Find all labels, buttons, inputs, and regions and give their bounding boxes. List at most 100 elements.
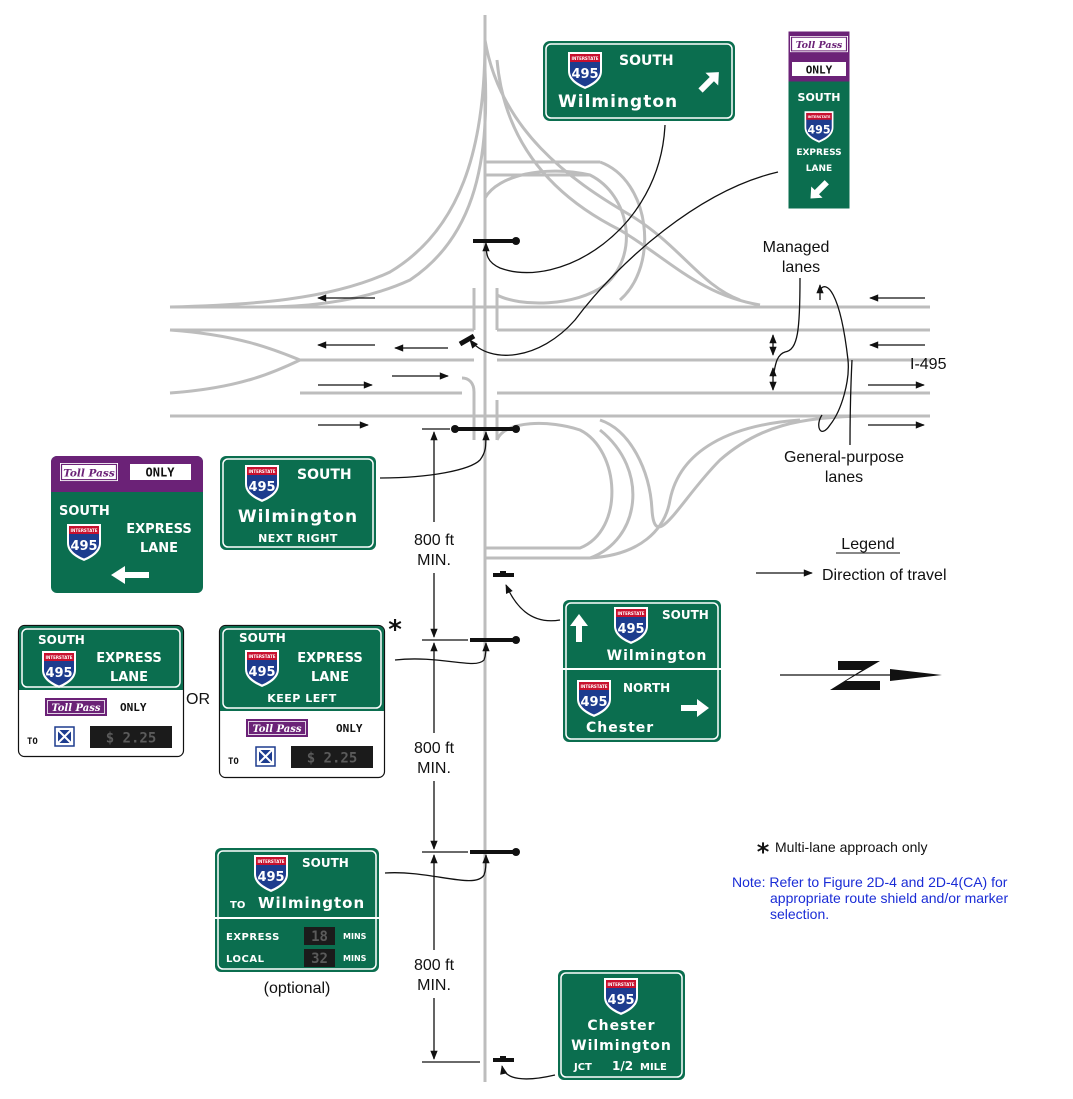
- optional-label: (optional): [264, 980, 331, 997]
- svg-text:INTERSTATE: INTERSTATE: [71, 528, 98, 533]
- svg-text:NEXT RIGHT: NEXT RIGHT: [258, 532, 338, 545]
- svg-text:Wilmington: Wilmington: [258, 894, 365, 912]
- arrow-up-icon: [570, 614, 588, 642]
- sign-south-express-lane-toll: SOUTH INTERSTATE 495 EXPRESS LANE Toll P…: [17, 624, 185, 758]
- svg-text:1/2: 1/2: [612, 1059, 633, 1073]
- svg-text:Toll Pass: Toll Pass: [796, 40, 843, 51]
- svg-text:Toll Pass: Toll Pass: [63, 468, 115, 480]
- arrow-right-icon: [681, 699, 709, 717]
- svg-text:ONLY: ONLY: [806, 64, 833, 77]
- svg-text:SOUTH: SOUTH: [59, 504, 110, 519]
- sign-chester-wilmington-jct: INTERSTATE 495 Chester Wilmington JCT 1/…: [556, 968, 687, 1082]
- svg-text:18: 18: [311, 929, 328, 945]
- sign-tollpass-express-lane-vertical: Toll Pass ONLY SOUTH INTERSTATE 495 EXPR…: [787, 30, 851, 210]
- svg-text:INTERSTATE: INTERSTATE: [608, 982, 635, 987]
- svg-text:JCT: JCT: [573, 1062, 592, 1073]
- sign-south-wilmington-exit: INTERSTATE 495 SOUTH Wilmington: [541, 39, 737, 123]
- svg-text:ONLY: ONLY: [336, 722, 363, 735]
- svg-text:495: 495: [617, 622, 644, 637]
- distance-label-3: 800 ft: [414, 957, 455, 974]
- arrow-down-left-icon: [810, 180, 829, 199]
- sign-supports: [451, 237, 520, 1062]
- svg-text:INTERSTATE: INTERSTATE: [572, 56, 599, 61]
- svg-text:SOUTH: SOUTH: [297, 467, 352, 483]
- svg-text:495: 495: [257, 870, 284, 885]
- svg-text:495: 495: [580, 695, 607, 710]
- svg-text:495: 495: [807, 123, 830, 136]
- svg-text:MINS: MINS: [343, 954, 367, 963]
- sign-south-wilmington-next-right: INTERSTATE 495 SOUTH Wilmington NEXT RIG…: [218, 454, 378, 552]
- svg-text:SOUTH: SOUTH: [302, 856, 349, 870]
- svg-text:TO: TO: [230, 900, 245, 911]
- svg-text:32: 32: [311, 951, 328, 967]
- svg-text:TO: TO: [228, 757, 239, 767]
- svg-text:SOUTH: SOUTH: [619, 53, 674, 69]
- legend-title: Legend: [841, 536, 894, 553]
- svg-text:EXPRESS: EXPRESS: [126, 522, 191, 537]
- svg-text:EXPRESS: EXPRESS: [297, 651, 362, 666]
- managed-lanes-label: Managed: [763, 239, 830, 256]
- svg-text:Wilmington: Wilmington: [607, 648, 708, 664]
- svg-text:LANE: LANE: [140, 541, 178, 556]
- svg-text:LANE: LANE: [110, 670, 148, 685]
- svg-text:INTERSTATE: INTERSTATE: [249, 469, 276, 474]
- svg-text:495: 495: [45, 666, 72, 681]
- svg-text:Chester: Chester: [587, 1018, 655, 1034]
- sign-tollpass-south-express-lane: Toll Pass ONLY SOUTH INTERSTATE 495 EXPR…: [49, 454, 205, 595]
- svg-text:KEEP LEFT: KEEP LEFT: [267, 692, 337, 705]
- distance-label-1: 800 ft: [414, 532, 455, 549]
- svg-text:EXPRESS: EXPRESS: [226, 932, 280, 943]
- svg-text:LOCAL: LOCAL: [226, 954, 265, 965]
- note-line-1: Note: Refer to Figure 2D-4 and 2D-4(CA) …: [732, 874, 1008, 890]
- svg-text:495: 495: [70, 539, 97, 554]
- legend: Legend Direction of travel: [756, 536, 947, 584]
- svg-text:495: 495: [571, 67, 598, 82]
- svg-text:INTERSTATE: INTERSTATE: [258, 859, 285, 864]
- svg-text:$ 2.25: $ 2.25: [307, 751, 358, 767]
- route-label: I-495: [910, 356, 947, 373]
- svg-text:Wilmington: Wilmington: [558, 92, 678, 112]
- roadway-lines: [169, 15, 930, 1082]
- svg-text:ONLY: ONLY: [146, 466, 176, 480]
- svg-text:Toll Pass: Toll Pass: [252, 724, 301, 735]
- svg-text:EXPRESS: EXPRESS: [796, 148, 841, 158]
- svg-text:SOUTH: SOUTH: [662, 608, 709, 622]
- svg-text:EXPRESS: EXPRESS: [96, 651, 161, 666]
- or-label: OR: [186, 691, 210, 708]
- travel-arrows: [317, 294, 925, 429]
- arrow-left-icon: [111, 566, 149, 584]
- svg-text:MILE: MILE: [640, 1062, 667, 1073]
- sign-to-wilmington-travel-times: INTERSTATE 495 SOUTH TO Wilmington EXPRE…: [213, 846, 381, 974]
- note-line-3: selection.: [770, 906, 829, 922]
- svg-text:Toll Pass: Toll Pass: [51, 703, 100, 714]
- svg-text:$ 2.25: $ 2.25: [106, 731, 157, 747]
- arrow-up-right-icon: [698, 72, 719, 93]
- distance-label-2: 800 ft: [414, 740, 455, 757]
- distance-unit-1: MIN.: [417, 552, 451, 569]
- svg-text:495: 495: [248, 665, 275, 680]
- sign-south-express-lane-keep-left-toll: SOUTH INTERSTATE 495 EXPRESS LANE KEEP L…: [218, 624, 386, 779]
- svg-text:INTERSTATE: INTERSTATE: [249, 654, 276, 659]
- svg-text:NORTH: NORTH: [623, 681, 670, 695]
- svg-text:LANE: LANE: [311, 670, 349, 685]
- general-purpose-label-2: lanes: [825, 469, 863, 486]
- express-lane-marker-icon-2: [255, 746, 276, 767]
- multilane-note: Multi-lane approach only: [775, 839, 928, 855]
- svg-text:SOUTH: SOUTH: [798, 91, 841, 104]
- svg-text:INTERSTATE: INTERSTATE: [618, 611, 645, 616]
- general-purpose-label: General-purpose: [784, 449, 904, 466]
- distance-unit-2: MIN.: [417, 760, 451, 777]
- svg-text:495: 495: [607, 993, 634, 1008]
- svg-text:MINS: MINS: [343, 932, 367, 941]
- sign-south-wilmington-north-chester: INTERSTATE 495 SOUTH Wilmington INTERSTA…: [561, 598, 723, 744]
- legend-direction-label: Direction of travel: [822, 567, 947, 584]
- svg-text:ONLY: ONLY: [120, 701, 147, 714]
- asterisk-icon-note: *: [757, 838, 770, 866]
- svg-text:INTERSTATE: INTERSTATE: [46, 655, 73, 660]
- svg-text:SOUTH: SOUTH: [239, 631, 286, 645]
- svg-text:Wilmington: Wilmington: [571, 1038, 672, 1054]
- north-arrow-icon: [780, 661, 942, 690]
- svg-text:495: 495: [248, 480, 275, 495]
- asterisk-icon: *: [388, 615, 402, 645]
